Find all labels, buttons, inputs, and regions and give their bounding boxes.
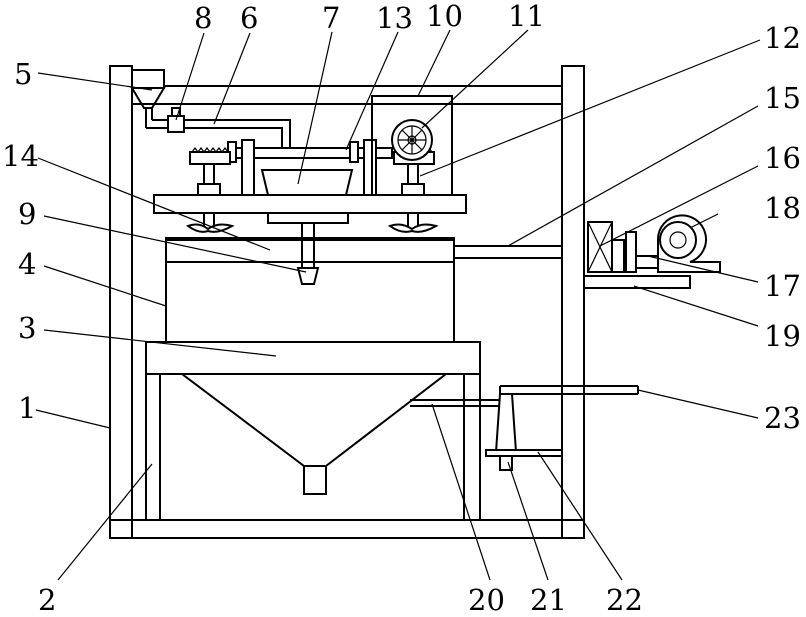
label-21: 21 <box>530 583 567 617</box>
label-22: 22 <box>606 583 643 617</box>
label-7: 7 <box>322 1 340 35</box>
label-9: 9 <box>18 197 36 231</box>
left-stirrer <box>188 148 232 232</box>
label-6: 6 <box>240 1 258 35</box>
connecting-pipe <box>454 246 562 258</box>
label-14: 14 <box>2 139 39 173</box>
label-23: 23 <box>764 401 801 435</box>
label-18: 18 <box>764 191 801 225</box>
label-11: 11 <box>508 0 545 33</box>
central-hopper <box>262 170 352 195</box>
label-4: 4 <box>18 247 36 281</box>
mixing-tank <box>166 238 454 342</box>
label-16: 16 <box>764 141 801 175</box>
top-plate <box>154 195 466 223</box>
label-5: 5 <box>14 57 32 91</box>
cone-section <box>146 342 480 520</box>
label-3: 3 <box>18 311 36 345</box>
label-1: 1 <box>18 391 36 425</box>
label-15: 15 <box>764 81 801 115</box>
leader-lines <box>36 30 760 580</box>
outlet-pipes <box>410 386 638 470</box>
feed-tube <box>298 223 318 284</box>
label-17: 17 <box>764 269 801 303</box>
label-20: 20 <box>468 583 505 617</box>
fan-assembly <box>584 215 720 288</box>
label-2: 2 <box>38 583 56 617</box>
label-12: 12 <box>764 21 801 55</box>
label-10: 10 <box>426 0 463 33</box>
label-13: 13 <box>376 1 413 35</box>
label-8: 8 <box>194 1 212 35</box>
label-19: 19 <box>764 319 801 353</box>
motor <box>392 120 432 160</box>
